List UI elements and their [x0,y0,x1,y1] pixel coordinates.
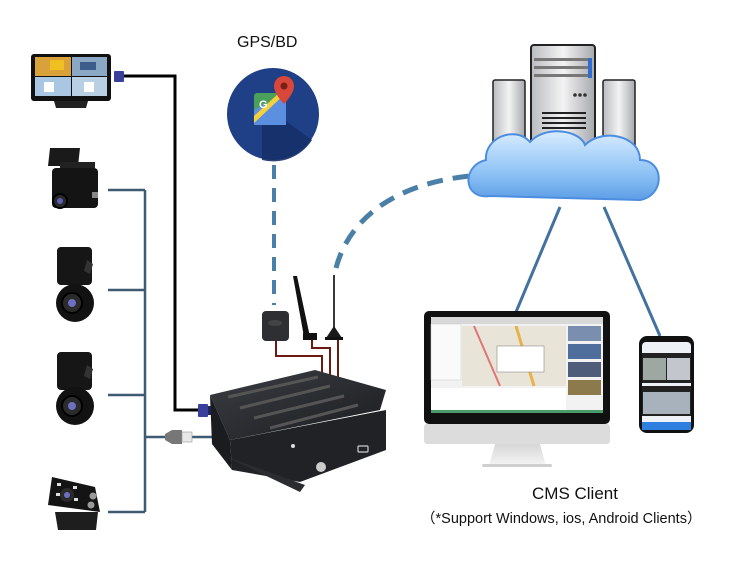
svg-text:G: G [259,99,268,111]
cloud-servers [467,44,660,202]
camera-4 [48,477,100,530]
camera-2 [56,247,94,322]
aviation-connector [165,430,193,444]
client-links [514,206,662,337]
mobile-client [639,336,694,433]
vga-connector [198,404,212,417]
cellular-antenna [325,275,343,340]
cms-client-title: CMS Client [532,484,618,503]
monitor-device [31,54,124,108]
monitor-cable [122,74,200,412]
wifi-antenna [293,276,317,340]
camera-3 [56,352,94,425]
gps-label: GPS/BD [237,34,298,51]
desktop-client [424,311,610,467]
gps-antenna [262,311,289,341]
cellular-dashed-link [333,173,471,269]
camera-bus [108,188,215,514]
gps-maps-icon: G [227,68,319,162]
cms-client-subtitle: （*Support Windows, ios, Android Clients） [421,511,702,527]
mdvr-device [210,370,386,492]
antenna-cables [275,338,339,382]
camera-1 [48,148,98,209]
